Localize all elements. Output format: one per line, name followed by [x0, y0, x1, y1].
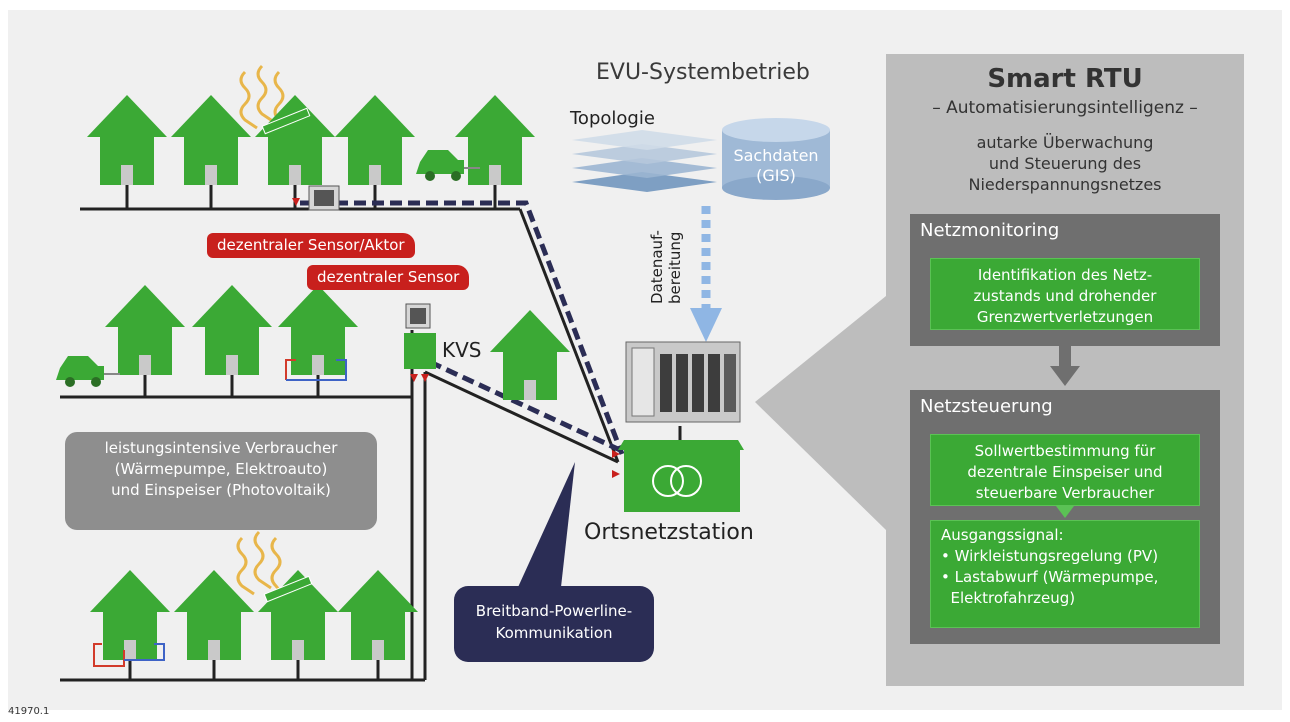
house-icon: [90, 570, 170, 660]
pv-panel-icon: [261, 107, 311, 135]
callout-wedge: [755, 296, 886, 530]
panel-description: autarke Überwachung und Steuerung des Ni…: [886, 132, 1244, 195]
electric-car-icon: [416, 150, 480, 181]
verbraucher-box: leistungsintensive Verbraucher (Wärmepum…: [65, 432, 377, 530]
netzsteuerung-text: Sollwertbestimmung für dezentrale Einspe…: [930, 434, 1200, 506]
netzsteuerung-line: Sollwertbestimmung für: [974, 442, 1156, 460]
netzmonitoring-text: Identifikation des Netz- zustands und dr…: [930, 258, 1200, 330]
house-icon: [105, 285, 185, 375]
netzmonitoring-line: zustands und drohender: [973, 287, 1157, 305]
data-flow-arrow: [690, 206, 722, 342]
powerline-box: Breitband-Powerline- Kommunikation: [454, 586, 654, 662]
house-icon: [335, 95, 415, 185]
powerline-line: Breitband-Powerline-: [475, 602, 633, 620]
house-icon: [338, 570, 418, 660]
sachdaten-line: Sachdaten: [733, 146, 819, 165]
panel-title: Smart RTU: [987, 64, 1143, 94]
netzmonitoring-box: Netzmonitoring Identifikation des Netz- …: [910, 214, 1220, 346]
callout-pointer: [514, 462, 575, 596]
ausgangssignal-box: Ausgangssignal: • Wirkleistungsregelung …: [930, 520, 1200, 628]
verbraucher-line: und Einspeiser (Photovoltaik): [111, 481, 331, 499]
ortsnetzstation-label: Ortsnetzstation: [584, 520, 754, 545]
heat-pump-icon: [93, 643, 165, 667]
datenaufbereitung-label: Datenauf- bereitung: [648, 230, 684, 304]
sun-rays-icon: [236, 530, 286, 597]
heat-pump-icon: [285, 359, 347, 381]
netzmonitoring-title: Netzmonitoring: [920, 220, 1060, 241]
description-line: und Steuerung des: [988, 154, 1142, 173]
kvs-label: KVS: [442, 338, 482, 362]
house-icon: [192, 285, 272, 375]
substation-icon: [612, 426, 744, 512]
kvs-device-icon: [404, 303, 436, 382]
netzsteuerung-line: dezentrale Einspeiser und: [967, 463, 1163, 481]
small-arrow-icon: [1056, 506, 1074, 518]
topology-layers-icon: [572, 130, 717, 192]
description-line: autarke Überwachung: [976, 133, 1154, 152]
house-icon: [455, 95, 535, 185]
sachdaten-line: (GIS): [756, 166, 796, 185]
house-icon: [87, 95, 167, 185]
ausgang-line: • Lastabwurf (Wärmepumpe,: [941, 568, 1159, 586]
datenauf-line: bereitung: [666, 231, 684, 304]
electric-car-icon: [56, 356, 120, 387]
datenauf-line: Datenauf-: [648, 230, 666, 304]
ausgang-line: Elektrofahrzeug): [941, 589, 1076, 607]
ausgang-line: Ausgangssignal:: [941, 526, 1064, 544]
house-icon: [258, 570, 338, 660]
smart-rtu-device-icon: [625, 341, 741, 423]
pv-panel-icon: [263, 575, 313, 603]
panel-arrow-icon: [1050, 346, 1080, 386]
sensor-actuator-device-icon: [292, 185, 340, 211]
house-icon: [490, 310, 570, 400]
figure-code: 41970.1: [8, 706, 50, 717]
netzsteuerung-title: Netzsteuerung: [920, 396, 1053, 417]
netzsteuerung-line: steuerbare Verbraucher: [975, 484, 1155, 502]
description-line: Niederspannungsnetzes: [968, 175, 1162, 194]
communication-lines: [300, 200, 625, 455]
panel-subtitle: – Automatisierungsintelligenz –: [932, 98, 1198, 118]
sun-rays-icon: [239, 64, 289, 131]
power-lines: [60, 185, 620, 682]
header-evu: EVU-Systembetrieb: [596, 60, 810, 85]
tag-sensor-aktor: dezentraler Sensor/Aktor: [207, 233, 415, 258]
gis-database-icon: [722, 118, 830, 200]
powerline-line: Kommunikation: [495, 624, 613, 642]
tag-sensor: dezentraler Sensor: [307, 265, 470, 290]
verbraucher-line: leistungsintensive Verbraucher: [104, 439, 338, 457]
house-icon: [171, 95, 251, 185]
smart-rtu-panel: Smart RTU – Automatisierungsintelligenz …: [886, 54, 1244, 686]
ausgang-line: • Wirkleistungsregelung (PV): [941, 547, 1159, 565]
house-icon: [278, 285, 358, 375]
netzmonitoring-line: Identifikation des Netz-: [977, 266, 1153, 284]
sachdaten-label: Sachdaten (GIS): [722, 146, 830, 186]
topologie-label: Topologie: [570, 108, 655, 129]
verbraucher-line: (Wärmepumpe, Elektroauto): [114, 460, 328, 478]
house-icon: [174, 570, 254, 660]
netzsteuerung-box: Netzsteuerung Sollwertbestimmung für dez…: [910, 390, 1220, 644]
netzmonitoring-line: Grenzwertverletzungen: [976, 308, 1154, 326]
